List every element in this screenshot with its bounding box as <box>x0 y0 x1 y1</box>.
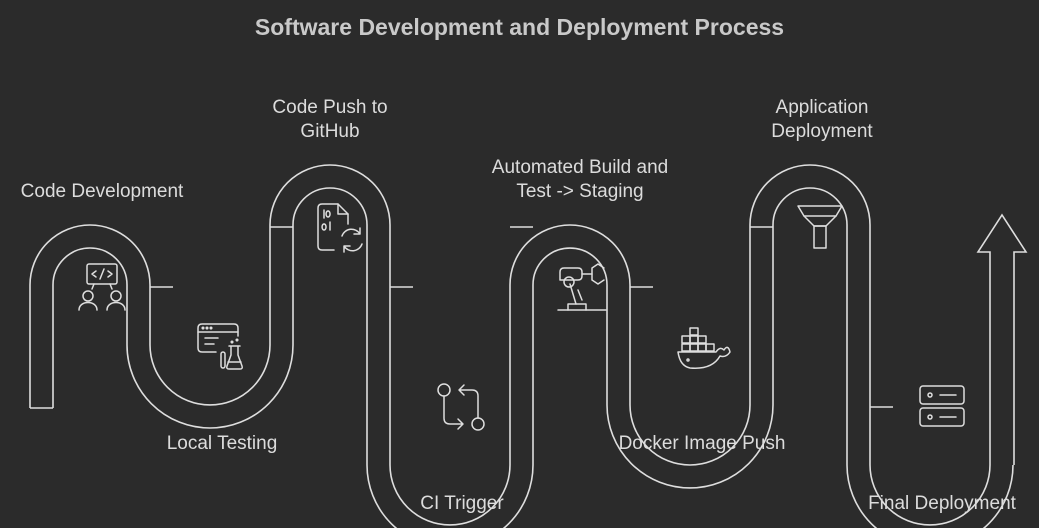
step-label-local-testing: Local Testing <box>166 433 278 454</box>
road-outer-edge <box>29 164 1028 526</box>
git-branch-icon <box>437 383 485 431</box>
diagram-title: Software Development and Deployment Proc… <box>254 14 785 40</box>
step-label-code-development: Code Development <box>20 181 184 202</box>
funnel-icon <box>797 205 843 249</box>
docker-whale-icon <box>677 327 731 369</box>
developers-code-icon <box>78 263 126 311</box>
browser-test-flask-icon <box>197 323 243 370</box>
step-label-code-push: Code Push to GitHub <box>272 97 388 142</box>
segment-dividers <box>150 226 893 408</box>
step-label-final-deployment: Final Deployment <box>868 493 1016 514</box>
file-sync-icon <box>317 203 363 253</box>
server-icon <box>919 385 965 427</box>
step-label-docker-image-push: Docker Image Push <box>618 433 786 454</box>
robot-arm-icon <box>557 263 607 311</box>
step-label-application-deployment: Application Deployment <box>771 97 873 142</box>
step-label-automated-build: Automated Build and Test -> Staging <box>491 157 669 202</box>
step-label-ci-trigger: CI Trigger <box>420 493 504 514</box>
road-inner-edge <box>52 187 1014 528</box>
